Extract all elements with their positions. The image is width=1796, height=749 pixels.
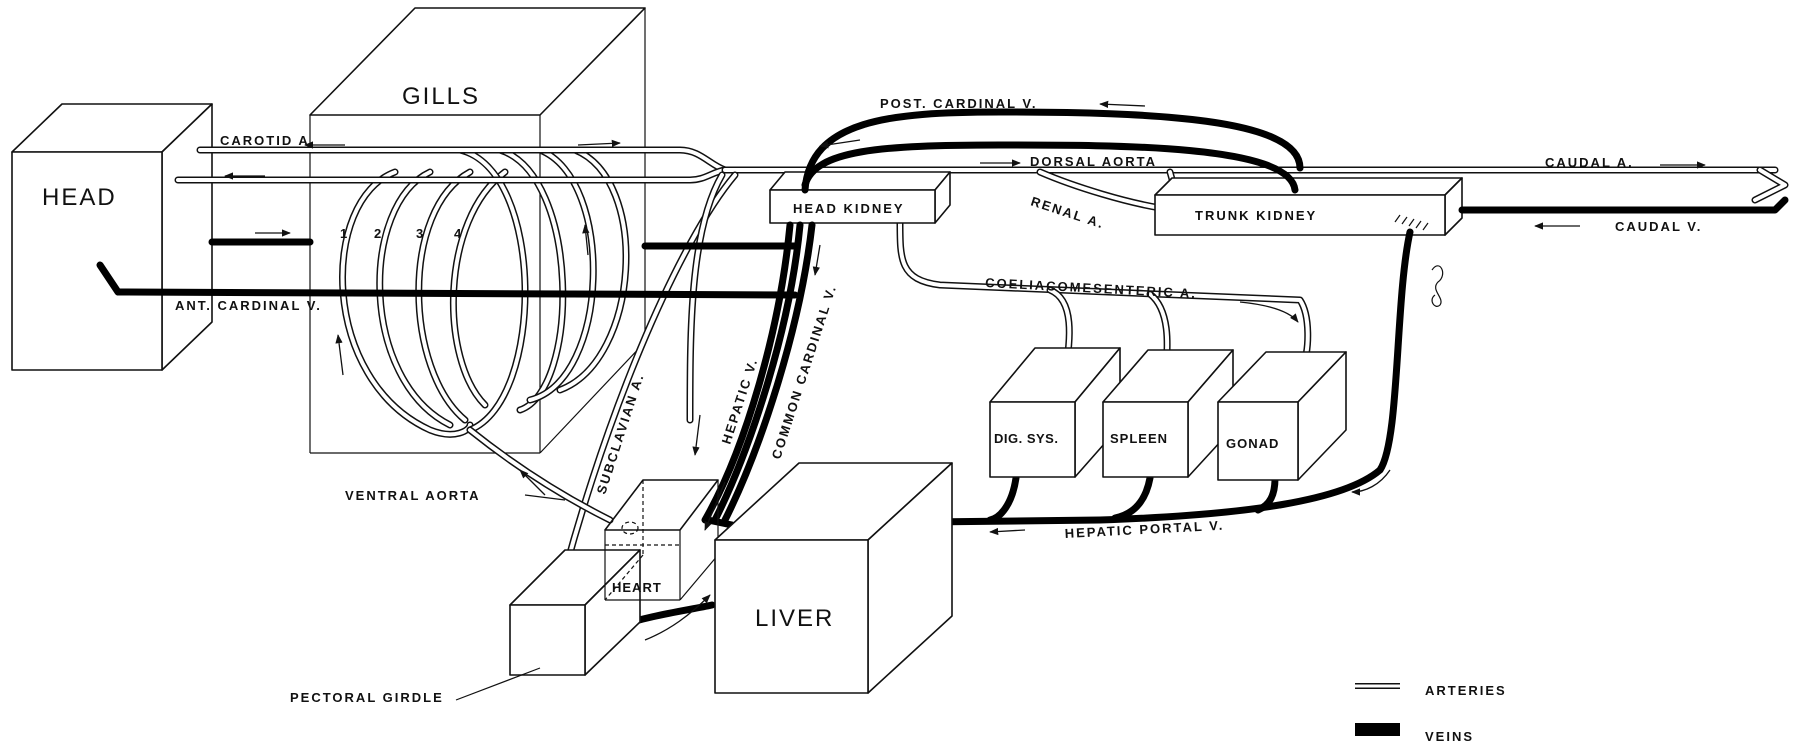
gill-arch-number: 4 — [454, 226, 463, 241]
pectoral-girdle-box — [509, 549, 641, 676]
ant-cardinal-label: ANT. CARDINAL V. — [175, 298, 322, 313]
renal-label: RENAL A. — [1029, 194, 1107, 232]
gonad-box — [1217, 351, 1347, 481]
caudal-a-label: CAUDAL A. — [1545, 155, 1634, 170]
head-kidney-label: HEAD KIDNEY — [793, 201, 905, 216]
dorsal-aorta-label: DORSAL AORTA — [1030, 154, 1157, 169]
dig-sys-box — [989, 347, 1121, 478]
gill-arch-number: 1 — [340, 226, 349, 241]
legend-veins-swatch — [1355, 723, 1400, 736]
gills-box — [309, 7, 646, 454]
leader-lines — [455, 494, 566, 701]
artist-monogram — [1431, 265, 1444, 307]
post-cardinal-label: POST. CARDINAL V. — [880, 96, 1038, 111]
trunk-kidney-box — [1154, 177, 1463, 236]
head-box — [11, 103, 213, 371]
gill-arch-number: 2 — [374, 226, 383, 241]
gills-label: GILLS — [402, 83, 480, 110]
coeliacomesenteric-label: COELIACOMESENTERIC A. — [985, 275, 1197, 301]
head-label: HEAD — [42, 184, 117, 211]
gonad-label: GONAD — [1226, 436, 1279, 451]
legend-arteries-label: ARTERIES — [1425, 683, 1507, 698]
head-kidney-box — [769, 171, 951, 224]
heart-label: HEART — [612, 580, 662, 595]
carotid-label: CAROTID A. — [220, 133, 315, 148]
pectoral-girdle-label: PECTORAL GIRDLE — [290, 690, 444, 705]
vein-network — [96, 108, 1789, 632]
artery-network — [174, 146, 1789, 648]
caudal-v-label: CAUDAL V. — [1615, 219, 1702, 234]
spleen-label: SPLEEN — [1110, 431, 1168, 446]
liver-box — [714, 462, 953, 694]
trunk-kidney-label: TRUNK KIDNEY — [1195, 208, 1317, 223]
flow-arrows — [224, 100, 1706, 641]
hatched-region — [1394, 214, 1429, 231]
legend-veins-label: VEINS — [1425, 729, 1474, 744]
ventral-aorta-label: VENTRAL AORTA — [345, 488, 481, 503]
gill-arch-number: 3 — [416, 226, 425, 241]
legend: ARTERIES VEINS — [1355, 683, 1507, 744]
liver-label: LIVER — [755, 605, 834, 632]
dig-sys-label: DIG. SYS. — [994, 431, 1058, 446]
spleen-box — [1102, 349, 1234, 478]
